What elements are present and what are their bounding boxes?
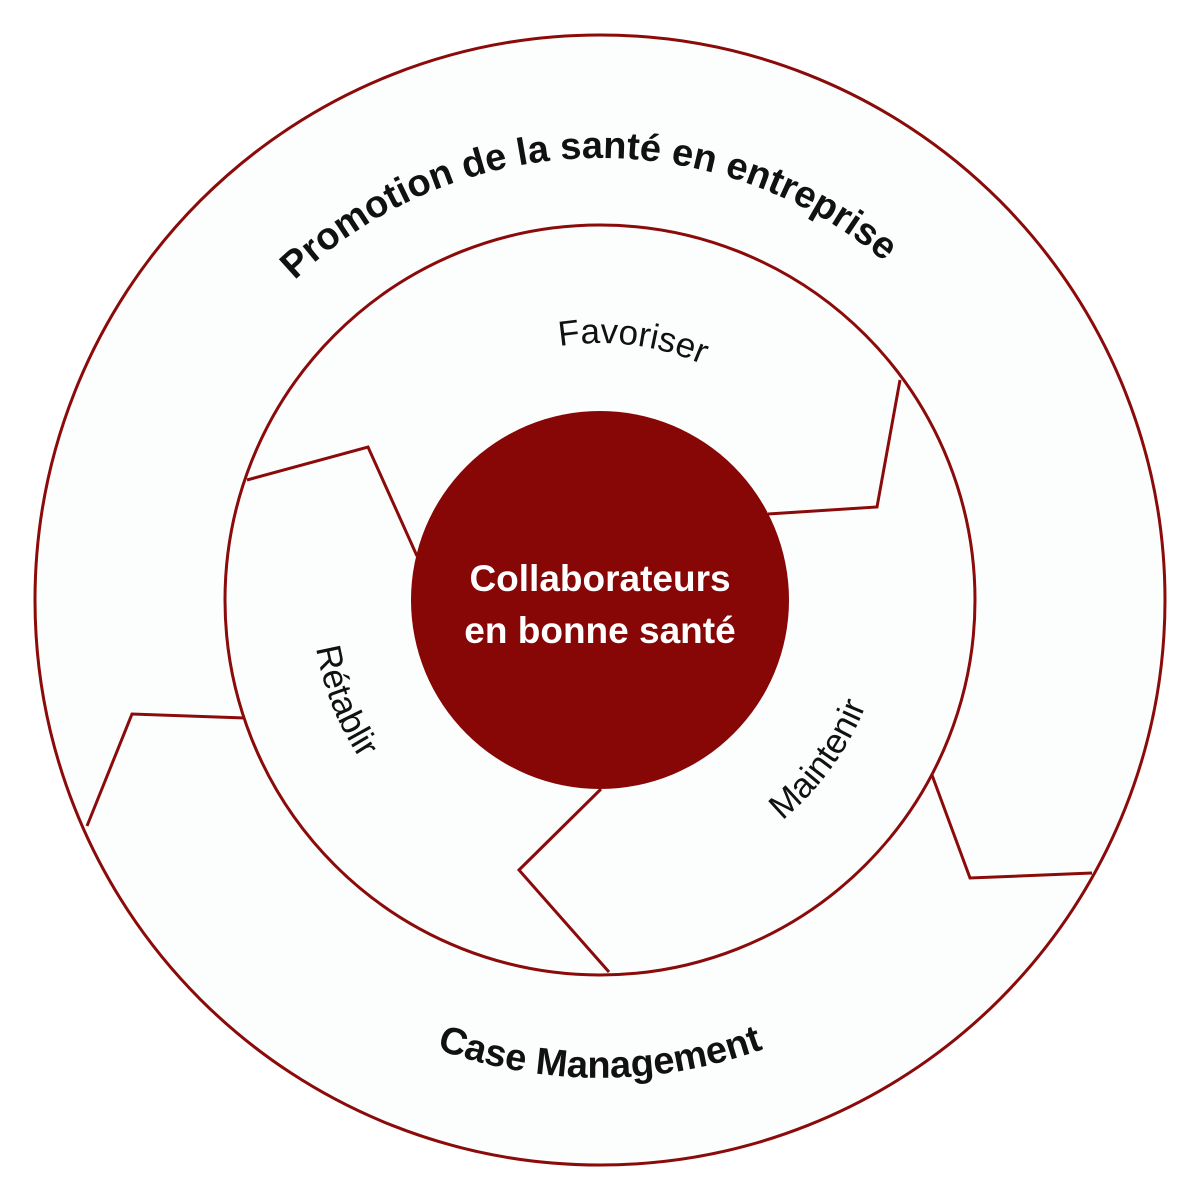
inner-divider-right (767, 379, 902, 516)
outer-divider-right (930, 774, 1093, 880)
outer-divider-left (85, 712, 246, 827)
core-label-line2: en bonne santé (464, 610, 735, 651)
inner-divider-bottom (516, 787, 611, 973)
core-circle (411, 411, 789, 789)
inner-divider-left (246, 445, 419, 557)
core-label-line1: Collaborateurs (469, 558, 730, 599)
